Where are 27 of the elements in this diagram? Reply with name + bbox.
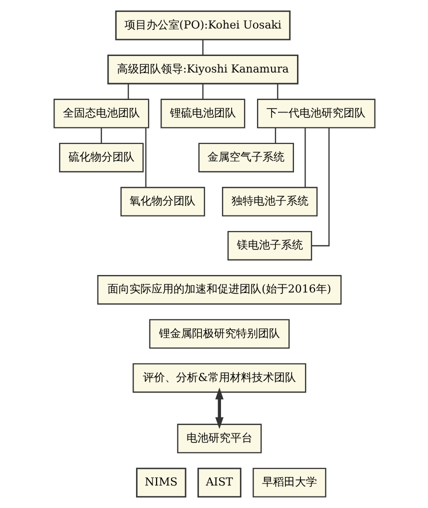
connector [127,84,128,100]
node-box: NIMS [136,468,186,498]
node-box: 镁电池子系统 [226,230,312,260]
connector [304,128,306,188]
node-box: 评价、分析&常用材料技术团队 [132,363,306,393]
connector [276,84,278,100]
node-box: 项目办公室(PO):Kohei Uosaki [114,10,290,40]
node-box: 独特电池子系统 [221,186,318,216]
connector [274,128,276,144]
connector [144,128,146,188]
node-box: 锂金属阳极研究特别团队 [148,319,290,349]
node-box: 面向实际应用的加速和促进团队(始于2016年) [96,275,342,305]
node-box: 硫化物分团队 [58,142,144,172]
node-box: 电池研究平台 [176,424,262,454]
node-box: 全固态电池团队 [53,98,149,128]
node-box: 下一代电池研究团队 [256,98,375,128]
node-box: 早稻田大学 [252,468,326,498]
node-box: 锂硫电池团队 [160,98,245,128]
node-box: 金属空气子系统 [198,142,294,172]
connector [311,128,330,246]
node-box: AIST [196,468,241,498]
node-box: 高级团队领导:Kiyoshi Kanamura [106,54,298,84]
arrow [214,388,224,430]
connector [202,84,203,100]
connector [100,128,102,144]
connector [202,40,203,55]
node-box: 氧化物分团队 [120,186,205,216]
